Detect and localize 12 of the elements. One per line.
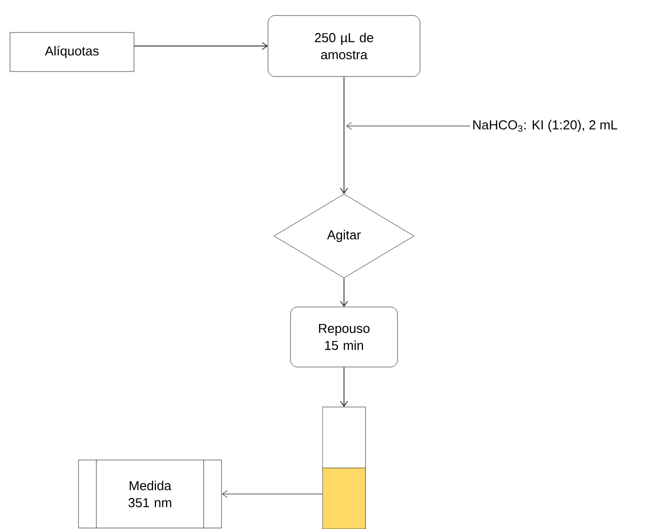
process-box: Repouso 15 min bbox=[290, 306, 398, 368]
arrow bbox=[222, 490, 323, 498]
reagent-label: NaHCO$_{3}$: KI (1:20), 2 mL bbox=[473, 120, 618, 132]
arrow bbox=[340, 366, 348, 407]
measurement-box: Medida 351 nm bbox=[78, 460, 222, 528]
arrow bbox=[340, 278, 348, 307]
process-box: Alíquotas bbox=[10, 32, 134, 72]
test-tube-drawing bbox=[322, 406, 366, 529]
process-box: 250 µL de amostra bbox=[268, 15, 420, 77]
arrow bbox=[340, 76, 348, 194]
arrow bbox=[346, 122, 470, 130]
arrow bbox=[134, 42, 268, 50]
